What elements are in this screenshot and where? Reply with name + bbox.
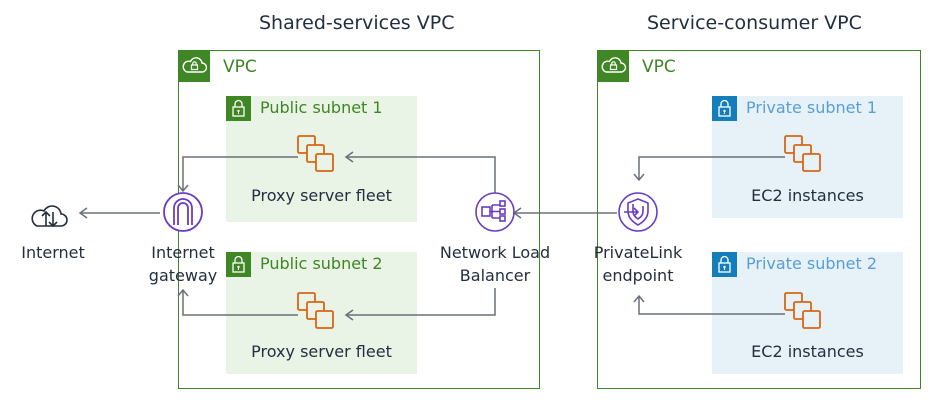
- subnet-label: Private subnet 1: [746, 98, 878, 117]
- proxy-fleet-caption: Proxy server fleet: [251, 342, 392, 361]
- internet-gateway-label-line2: gateway: [148, 266, 218, 285]
- privatelink-label-line1: PrivateLink: [593, 243, 683, 262]
- cloud-upload-download-icon: [31, 205, 68, 228]
- privatelink-label-line2: endpoint: [602, 266, 674, 285]
- shared-services-vpc-title: Shared-services VPC: [259, 12, 455, 34]
- ec2-instances-icon: [784, 135, 821, 172]
- padlock-icon: [712, 96, 737, 121]
- arrow-proxy1-to-igw: [182, 156, 298, 191]
- vpc-label: VPC: [223, 57, 257, 77]
- subnet-label: Public subnet 2: [260, 254, 383, 273]
- privatelink-endpoint-icon: [618, 192, 658, 232]
- internet-gateway-label-line1: Internet: [151, 243, 215, 262]
- ec2-instances-icon: [784, 292, 821, 329]
- vpc-cloud-lock-icon: [597, 50, 629, 82]
- subnet-label: Public subnet 1: [260, 98, 383, 117]
- arrow-ec22-to-privatelink: [638, 296, 785, 315]
- ec2-instances-caption: EC2 instances: [751, 342, 864, 361]
- subnet-label: Private subnet 2: [746, 254, 878, 273]
- service-consumer-vpc-title: Service-consumer VPC: [647, 12, 862, 34]
- service-consumer-vpc-box: VPC: [597, 50, 921, 389]
- vpc-cloud-lock-icon: [178, 50, 210, 82]
- padlock-icon: [712, 252, 737, 277]
- padlock-icon: [226, 252, 251, 277]
- internet-gateway-icon: [163, 192, 203, 232]
- arrow-nlb-to-proxy1: [346, 156, 496, 193]
- arrow-ec21-to-privatelink: [638, 156, 785, 180]
- arrow-proxy2-to-igw: [182, 290, 298, 316]
- ec2-instances-caption: EC2 instances: [751, 186, 864, 205]
- proxy-fleet-caption: Proxy server fleet: [251, 186, 392, 205]
- network-load-balancer-icon: [475, 192, 515, 232]
- ec2-instances-icon: [297, 135, 334, 172]
- arrow-nlb-to-proxy2: [346, 288, 496, 316]
- ec2-instances-icon: [297, 292, 334, 329]
- vpc-label: VPC: [642, 57, 676, 77]
- nlb-label-line2: Balancer: [459, 266, 531, 285]
- padlock-icon: [226, 96, 251, 121]
- nlb-label-line1: Network Load: [439, 243, 551, 262]
- internet-label: Internet: [21, 243, 85, 262]
